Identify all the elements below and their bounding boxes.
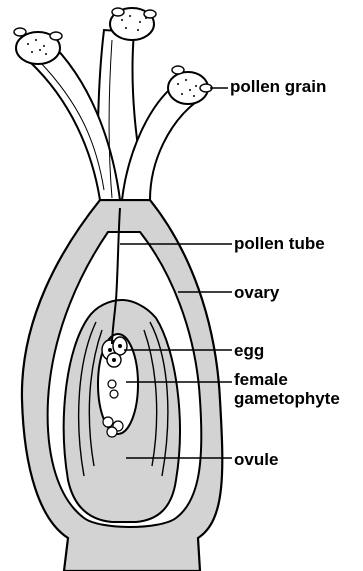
- label-ovary: ovary: [234, 284, 279, 302]
- label-female-line1: female: [234, 370, 340, 389]
- label-female-gametophyte: female gametophyte: [234, 370, 340, 408]
- label-egg: egg: [234, 342, 264, 360]
- label-pollen-grain: pollen grain: [230, 78, 326, 96]
- label-ovule: ovule: [234, 451, 278, 469]
- label-female-line2: gametophyte: [234, 389, 340, 408]
- label-pollen-tube: pollen tube: [234, 235, 325, 253]
